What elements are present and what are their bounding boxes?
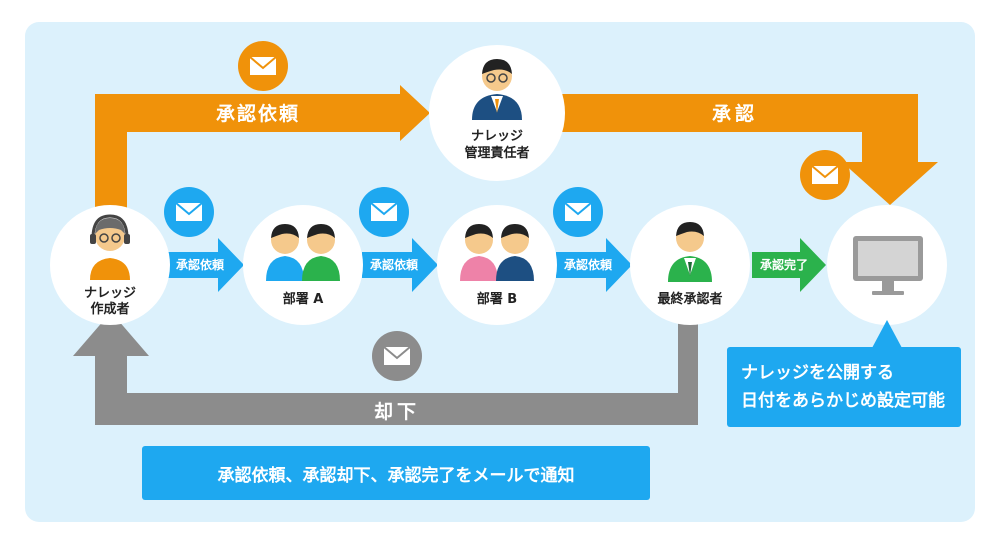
- request-arrow-3: 承認依頼: [556, 238, 632, 292]
- request-arrow-2: 承認依頼: [362, 238, 438, 292]
- schedule-line-1: ナレッジを公開する: [741, 363, 894, 383]
- mail-icon: [164, 187, 214, 237]
- top-approval-path: 承認依頼 承認: [95, 85, 938, 210]
- mail-icon: [359, 187, 409, 237]
- mail-icon: [800, 150, 850, 200]
- request-to-manager-arrow: [95, 85, 430, 210]
- reject-path: 却下: [73, 312, 698, 425]
- notification-text: 承認依頼、承認却下、承認完了をメールで通知: [217, 465, 575, 486]
- request-arrow-3-label: 承認依頼: [564, 257, 613, 272]
- two-people-icon: [266, 224, 340, 281]
- dept-a-node: 部署 A: [243, 205, 363, 325]
- schedule-pointer: [872, 320, 902, 348]
- reject-arrow: [73, 312, 698, 425]
- final-approver-node: 最終承認者: [630, 205, 750, 325]
- mail-icon: [372, 331, 422, 381]
- notification-note: 承認依頼、承認却下、承認完了をメールで通知: [142, 446, 650, 500]
- top-request-label: 承認依頼: [216, 102, 300, 125]
- businessman-icon: [472, 59, 522, 120]
- author-label-line2: 作成者: [90, 301, 129, 317]
- manager-label-line2: 管理責任者: [464, 145, 529, 161]
- complete-arrow-label: 承認完了: [760, 257, 808, 272]
- headset-person-icon: [90, 214, 130, 280]
- complete-arrow: 承認完了: [752, 238, 826, 292]
- reject-label: 却下: [374, 401, 420, 423]
- dept-b-label: 部署 B: [477, 291, 517, 307]
- person-icon: [668, 222, 712, 282]
- final-approver-label: 最終承認者: [657, 291, 722, 307]
- author-label-line1: ナレッジ: [84, 286, 136, 301]
- request-arrow-2-label: 承認依頼: [370, 257, 419, 272]
- request-arrow-1-label: 承認依頼: [176, 257, 225, 272]
- manager-node: ナレッジ 管理責任者: [429, 45, 565, 181]
- manager-label-line1: ナレッジ: [471, 129, 523, 144]
- request-arrow-1: 承認依頼: [168, 238, 244, 292]
- mail-icon: [553, 187, 603, 237]
- dept-a-label: 部署 A: [283, 291, 324, 307]
- approve-to-computer-arrow: [560, 94, 938, 205]
- author-node: ナレッジ 作成者: [50, 205, 170, 325]
- monitor-icon: [853, 236, 923, 295]
- dept-b-node: 部署 B: [437, 205, 557, 325]
- mail-icon: [238, 41, 288, 91]
- schedule-line-2: 日付をあらかじめ設定可能: [741, 391, 945, 411]
- top-approve-label: 承認: [712, 102, 758, 125]
- computer-node: [827, 205, 947, 325]
- schedule-note: ナレッジを公開する 日付をあらかじめ設定可能: [727, 347, 961, 427]
- two-people-icon: [460, 224, 534, 281]
